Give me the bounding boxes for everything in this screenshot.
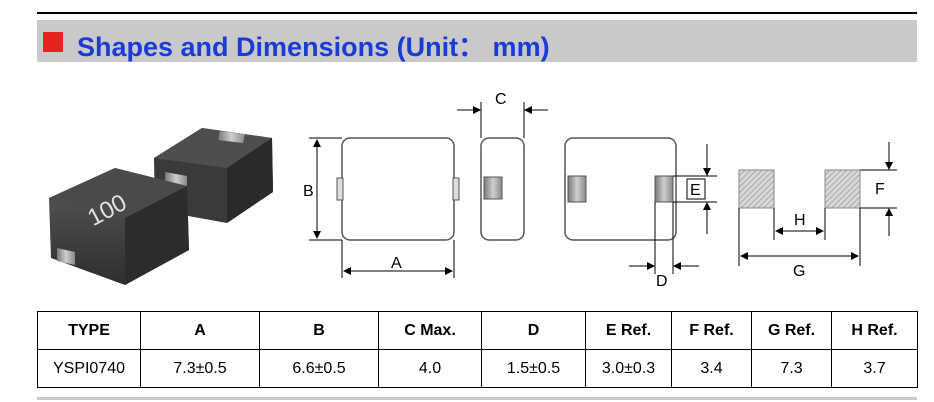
label-a: A xyxy=(391,255,402,272)
front-inductor-side xyxy=(125,186,189,285)
dimension-figure: 100 B A C E D xyxy=(49,91,897,290)
header-e-ref: E Ref. xyxy=(585,311,672,350)
header-type: TYPE xyxy=(37,311,141,350)
land-pad-left xyxy=(738,169,775,209)
land-pattern-drawing: F H G xyxy=(738,142,897,280)
side-view-drawing: C xyxy=(457,91,548,241)
top-rule xyxy=(37,12,917,14)
label-g: G xyxy=(793,263,805,280)
cell-a: 7.3±0.5 xyxy=(140,349,260,388)
table-header-row: TYPE A B C Max. D E Ref. F Ref. G Ref. H… xyxy=(37,311,918,350)
bottom-view-body xyxy=(564,137,677,241)
label-f: F xyxy=(875,181,885,198)
top-view-pad-left xyxy=(336,177,344,201)
header-f-ref: F Ref. xyxy=(671,311,752,350)
header-d: D xyxy=(481,311,586,350)
header-h-ref: H Ref. xyxy=(831,311,918,350)
table-row: YSPI0740 7.3±0.5 6.6±0.5 4.0 1.5±0.5 3.0… xyxy=(37,349,918,388)
bottom-view-terminal-left xyxy=(567,175,587,203)
header-a: A xyxy=(140,311,260,350)
label-b: B xyxy=(303,183,314,200)
cell-h-ref: 3.7 xyxy=(831,349,918,388)
label-d: D xyxy=(656,273,668,290)
header-g-ref: G Ref. xyxy=(751,311,832,350)
cell-e-ref: 3.0±0.3 xyxy=(585,349,672,388)
cell-c-max: 4.0 xyxy=(378,349,482,388)
top-view-pad-right xyxy=(452,177,460,201)
bottom-view-drawing: E D xyxy=(564,137,717,290)
bottom-view-terminal-right xyxy=(654,175,674,203)
top-view-body xyxy=(341,137,455,241)
cell-type: YSPI0740 xyxy=(37,349,141,388)
bottom-rule xyxy=(37,397,917,400)
cell-b: 6.6±0.5 xyxy=(259,349,379,388)
label-h: H xyxy=(794,212,806,229)
section-title: Shapes and Dimensions (Unit： mm) xyxy=(77,32,550,62)
dimensions-table: TYPE A B C Max. D E Ref. F Ref. G Ref. H… xyxy=(37,311,918,388)
cell-g-ref: 7.3 xyxy=(751,349,832,388)
header-square-icon xyxy=(43,32,63,52)
cell-f-ref: 3.4 xyxy=(671,349,752,388)
header-c-max: C Max. xyxy=(378,311,482,350)
cell-d: 1.5±0.5 xyxy=(481,349,586,388)
front-terminal xyxy=(57,248,75,265)
inductor-photo: 100 xyxy=(49,128,273,285)
rear-inductor-side xyxy=(227,138,273,223)
top-view-drawing: B A xyxy=(303,137,460,278)
front-inductor-top xyxy=(49,168,187,218)
side-view-terminal xyxy=(483,176,503,200)
header-b: B xyxy=(259,311,379,350)
land-pad-right xyxy=(824,169,861,209)
section-header: Shapes and Dimensions (Unit： mm) xyxy=(37,20,917,62)
rear-terminal-top xyxy=(218,131,245,143)
label-c: C xyxy=(495,91,507,108)
label-e: E xyxy=(690,182,701,199)
